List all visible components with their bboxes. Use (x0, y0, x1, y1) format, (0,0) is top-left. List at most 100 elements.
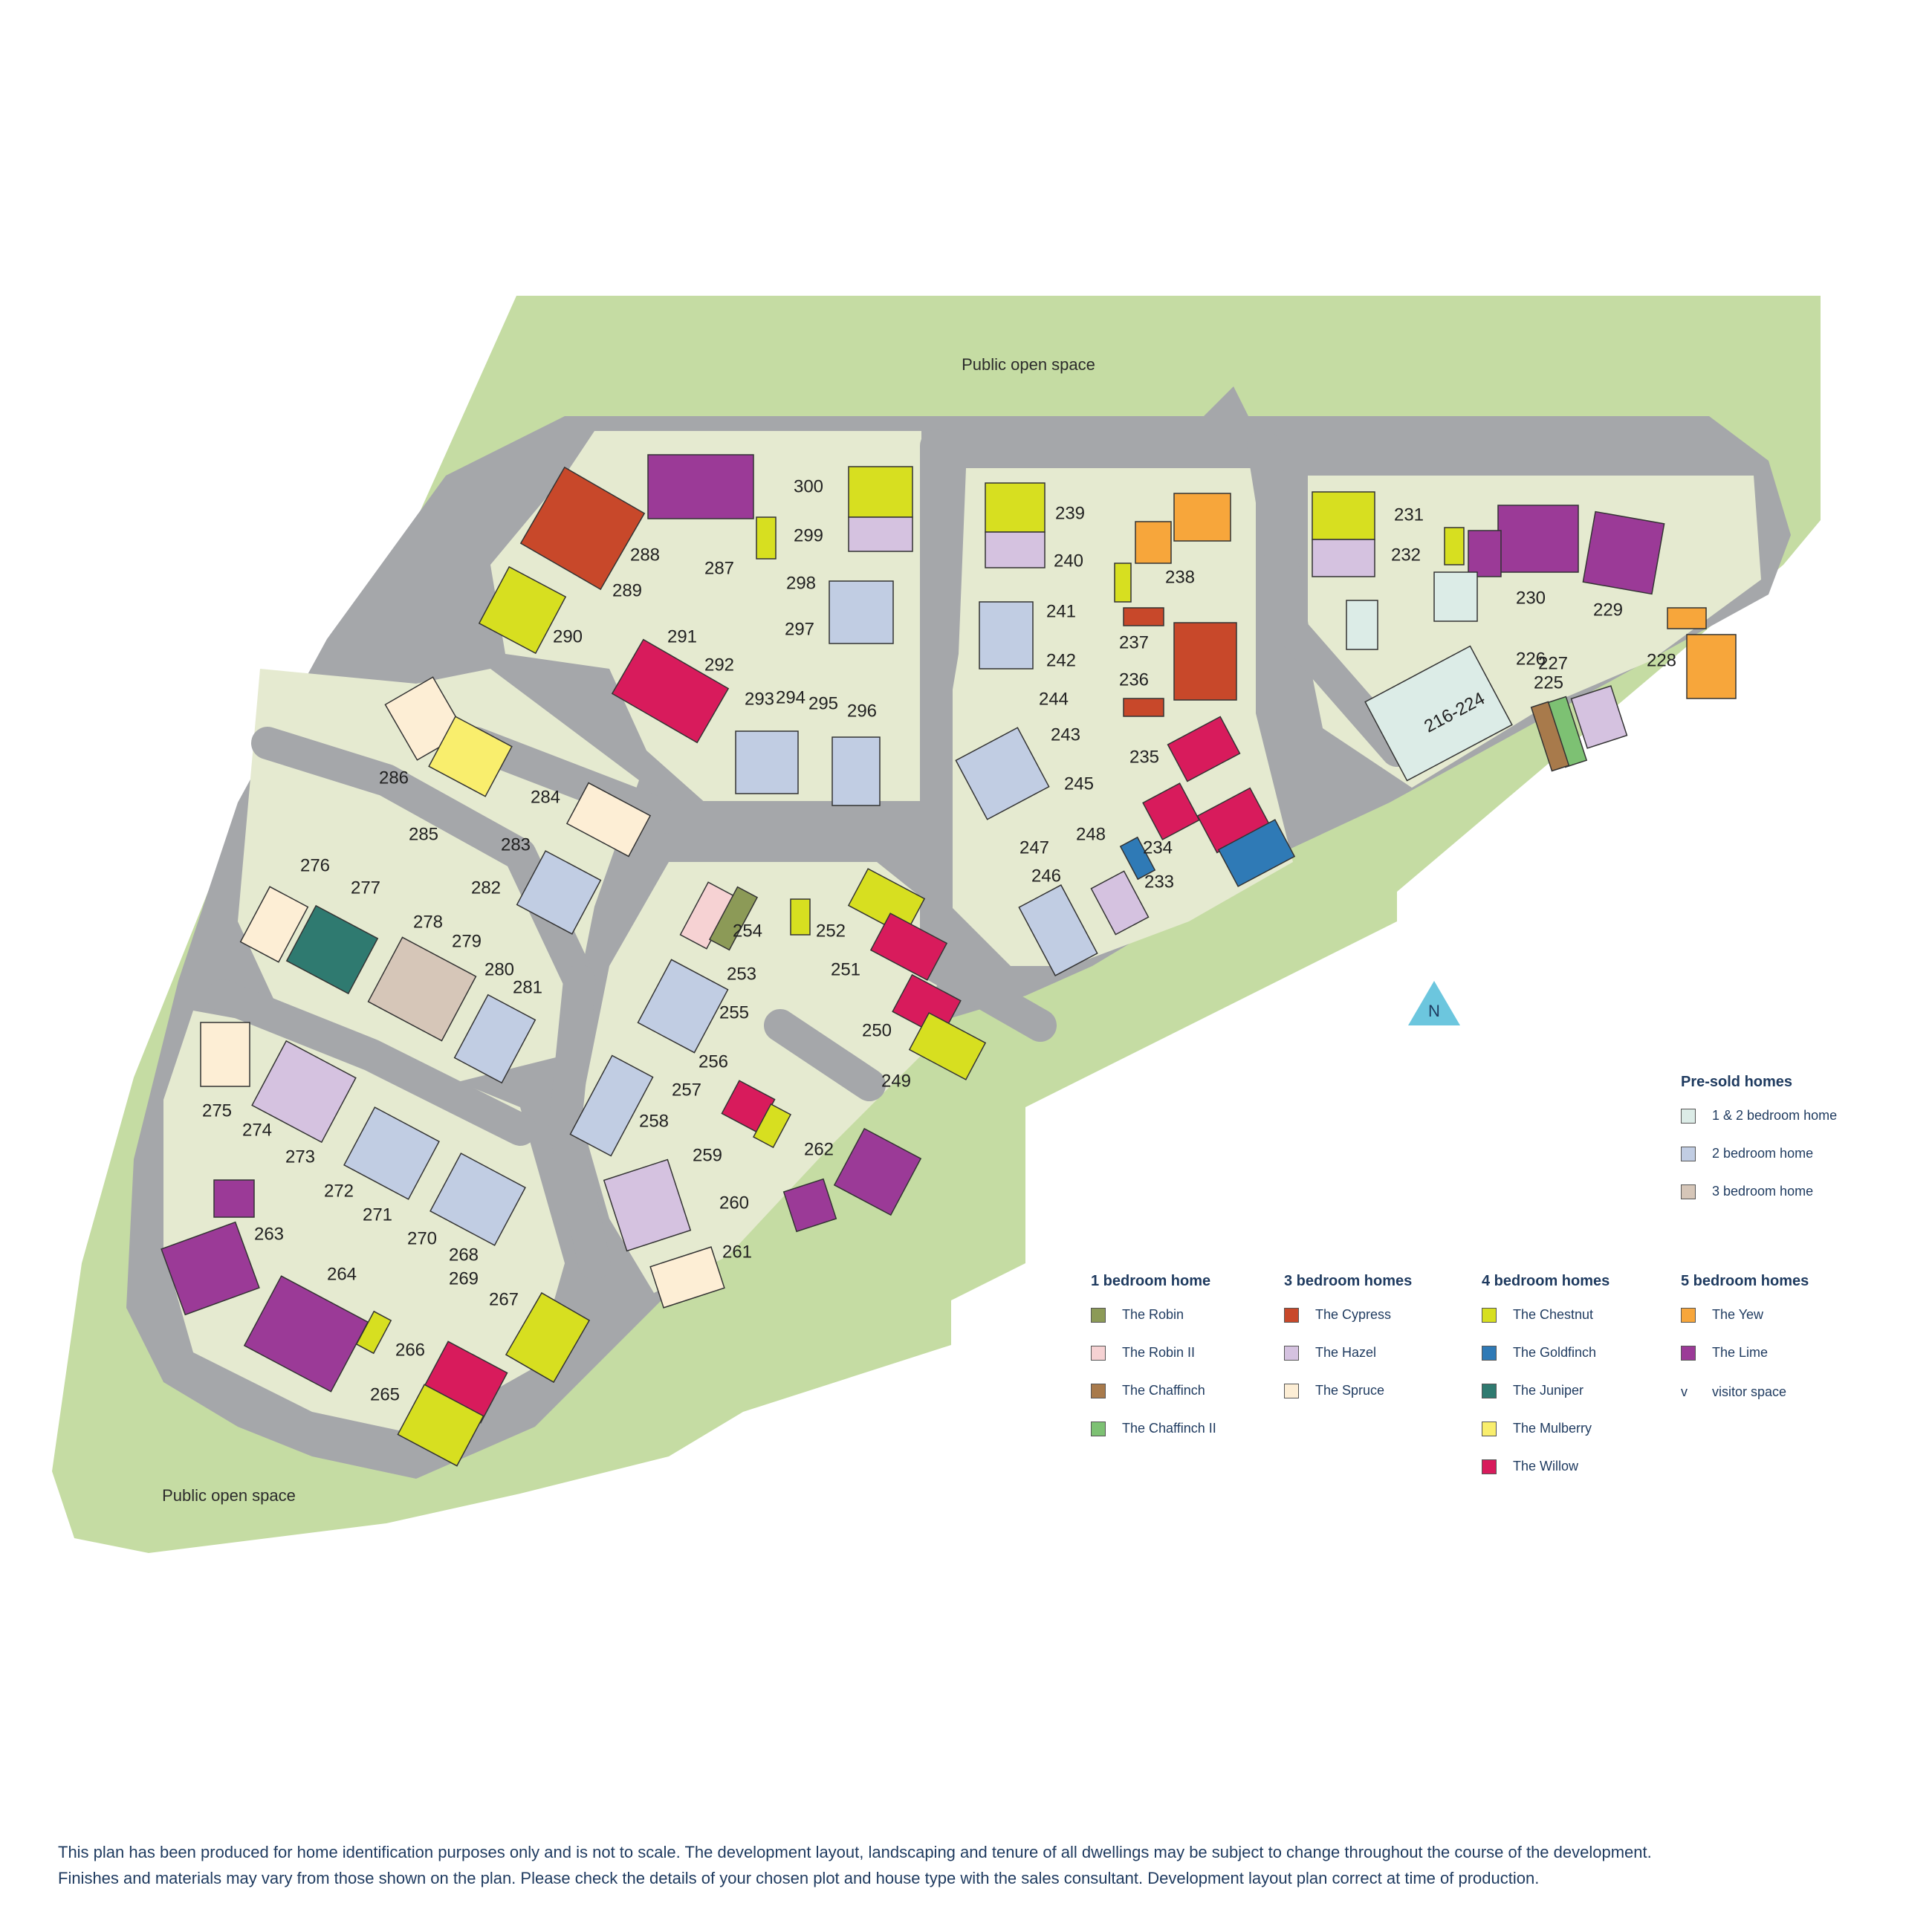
legend-item: 3 bedroom home (1681, 1180, 1837, 1203)
legend-item: The Yew (1681, 1303, 1809, 1326)
plot-233: 233 (1144, 872, 1174, 892)
house-apartments-presold (1346, 600, 1378, 650)
plot-250: 250 (862, 1020, 892, 1040)
plot-232: 232 (1391, 545, 1421, 565)
house-2bed (955, 727, 1050, 820)
plot-261: 261 (722, 1242, 752, 1262)
house-hazel (1312, 539, 1375, 577)
house-lime (647, 454, 754, 519)
swatch (1681, 1307, 1696, 1323)
plot-255: 255 (719, 1002, 749, 1022)
legend-presold: Pre-sold homes 1 & 2 bedroom home 2 bedr… (1681, 1074, 1837, 1218)
house-chaffinch (1530, 701, 1570, 772)
plot-298: 298 (786, 573, 816, 593)
house-2bed (453, 993, 537, 1084)
plot-228: 228 (1647, 650, 1676, 670)
house-lime (1468, 530, 1502, 577)
plot-281: 281 (513, 977, 542, 997)
house-cypress (1123, 607, 1164, 626)
house-apartments-presold (1433, 571, 1478, 622)
house-hazel (603, 1158, 692, 1252)
legend-one-bed-title: 1 bedroom home (1091, 1273, 1211, 1289)
plot-267: 267 (489, 1289, 519, 1309)
swatch (1681, 1345, 1696, 1361)
legend-three-bed-title: 3 bedroom homes (1284, 1273, 1413, 1289)
plot-243: 243 (1051, 724, 1080, 745)
house-yew (1667, 607, 1707, 629)
plot-296: 296 (847, 701, 877, 721)
house-hazel (985, 531, 1046, 568)
house-mulberry (428, 716, 513, 797)
plot-257: 257 (672, 1080, 701, 1100)
house-2bed (637, 959, 729, 1054)
plot-278: 278 (413, 912, 443, 932)
house-hazel (1570, 685, 1628, 749)
north-arrow-icon: N (1408, 981, 1460, 1025)
house-chestnut (790, 898, 811, 936)
plot-237: 237 (1119, 632, 1149, 652)
plot-279: 279 (452, 931, 482, 951)
plot-245: 245 (1064, 774, 1094, 794)
house-lime (1497, 505, 1579, 573)
plot-240: 240 (1054, 551, 1083, 571)
house-yew (1135, 521, 1172, 564)
plot-239: 239 (1055, 503, 1085, 523)
house-2bed (343, 1106, 440, 1200)
house-chestnut (756, 516, 777, 560)
swatch (1091, 1345, 1106, 1361)
house-chestnut (847, 868, 926, 936)
house-2bed (829, 580, 894, 644)
open-space-label-top: Public open space (962, 355, 1095, 374)
house-cypress (1173, 622, 1237, 701)
legend-five-bed-title: 5 bedroom homes (1681, 1273, 1809, 1289)
house-3bed (367, 936, 477, 1042)
plot-254: 254 (733, 921, 762, 941)
legend-item: The Willow (1482, 1455, 1610, 1478)
house-juniper (285, 904, 379, 995)
swatch (1482, 1345, 1497, 1361)
legend-item: 2 bedroom home (1681, 1142, 1837, 1165)
plot-241: 241 (1046, 601, 1076, 621)
plot-262: 262 (804, 1139, 834, 1159)
swatch (1681, 1184, 1696, 1199)
swatch (1284, 1383, 1299, 1398)
plot-285: 285 (409, 824, 438, 844)
house-spruce (649, 1246, 725, 1309)
house-chestnut (355, 1310, 392, 1355)
legend-item: The Robin II (1091, 1341, 1216, 1364)
plot-288: 288 (630, 545, 660, 565)
house-hazel (848, 516, 913, 552)
house-willow (1167, 716, 1241, 782)
plot-263: 263 (254, 1224, 284, 1244)
legend-three-bed: 3 bedroom homes The Cypress The Hazel Th… (1284, 1273, 1412, 1417)
house-2bed (1018, 884, 1098, 976)
plot-236: 236 (1119, 670, 1149, 690)
plot-300: 300 (794, 476, 823, 496)
legend-item: The Juniper (1482, 1379, 1610, 1402)
plot-246: 246 (1031, 866, 1061, 886)
house-2bed (735, 730, 799, 794)
plot-268: 268 (449, 1245, 479, 1265)
house-cypress (519, 466, 646, 591)
legend-four-bed-title: 4 bedroom homes (1482, 1273, 1610, 1289)
plot-234: 234 (1143, 837, 1173, 858)
house-2bed (516, 850, 602, 935)
house-lime (213, 1179, 255, 1218)
house-lime (161, 1221, 260, 1316)
house-spruce (565, 782, 652, 858)
plot-235: 235 (1129, 747, 1159, 767)
house-chestnut (397, 1384, 484, 1467)
plot-276: 276 (300, 855, 330, 875)
legend-item: The Spruce (1284, 1379, 1412, 1402)
legend-item: The Robin (1091, 1303, 1216, 1326)
plot-271: 271 (363, 1205, 392, 1225)
plot-273: 273 (285, 1147, 315, 1167)
house-hazel (251, 1040, 357, 1144)
plot-283: 283 (501, 834, 531, 855)
swatch (1284, 1345, 1299, 1361)
plot-282: 282 (471, 878, 501, 898)
house-chestnut (1444, 527, 1465, 565)
legend-one-bed: 1 bedroom home The Robin The Robin II Th… (1091, 1273, 1216, 1455)
legend-item: The Hazel (1284, 1341, 1412, 1364)
plot-292: 292 (704, 655, 734, 675)
